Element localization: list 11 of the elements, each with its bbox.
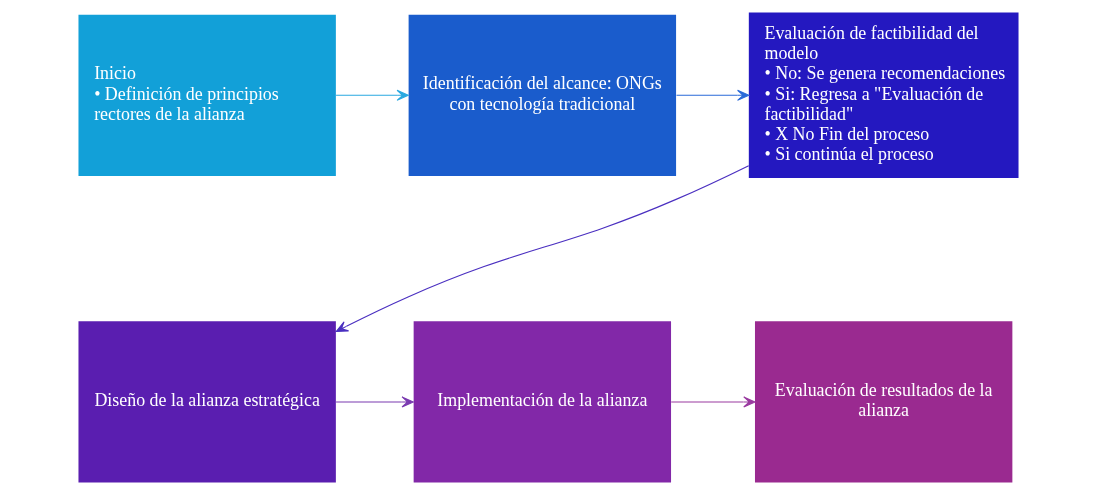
arrow bbox=[335, 396, 414, 408]
node-box: Evaluación de resultados de la alianza bbox=[754, 321, 1012, 483]
node-box: Identificación del alcance: ONGs con tecnología tradicional bbox=[408, 14, 676, 176]
arrow bbox=[335, 89, 409, 101]
node-box: Inicio • Definición de principios rectores de la alianza bbox=[78, 14, 336, 176]
arrow bbox=[670, 396, 755, 408]
node-box: Evaluación de factibilidad del modelo • No: Se genera recomendaciones • Si: Regresa a "Evaluación de factibilidad" • X No Fin del proceso • Si continúa el proceso bbox=[748, 12, 1018, 179]
arrow bbox=[675, 89, 749, 101]
arrow bbox=[335, 165, 749, 332]
node-box: Diseño de la alianza estratégica bbox=[78, 321, 336, 483]
node-box: Implementación de la alianza bbox=[413, 321, 671, 483]
